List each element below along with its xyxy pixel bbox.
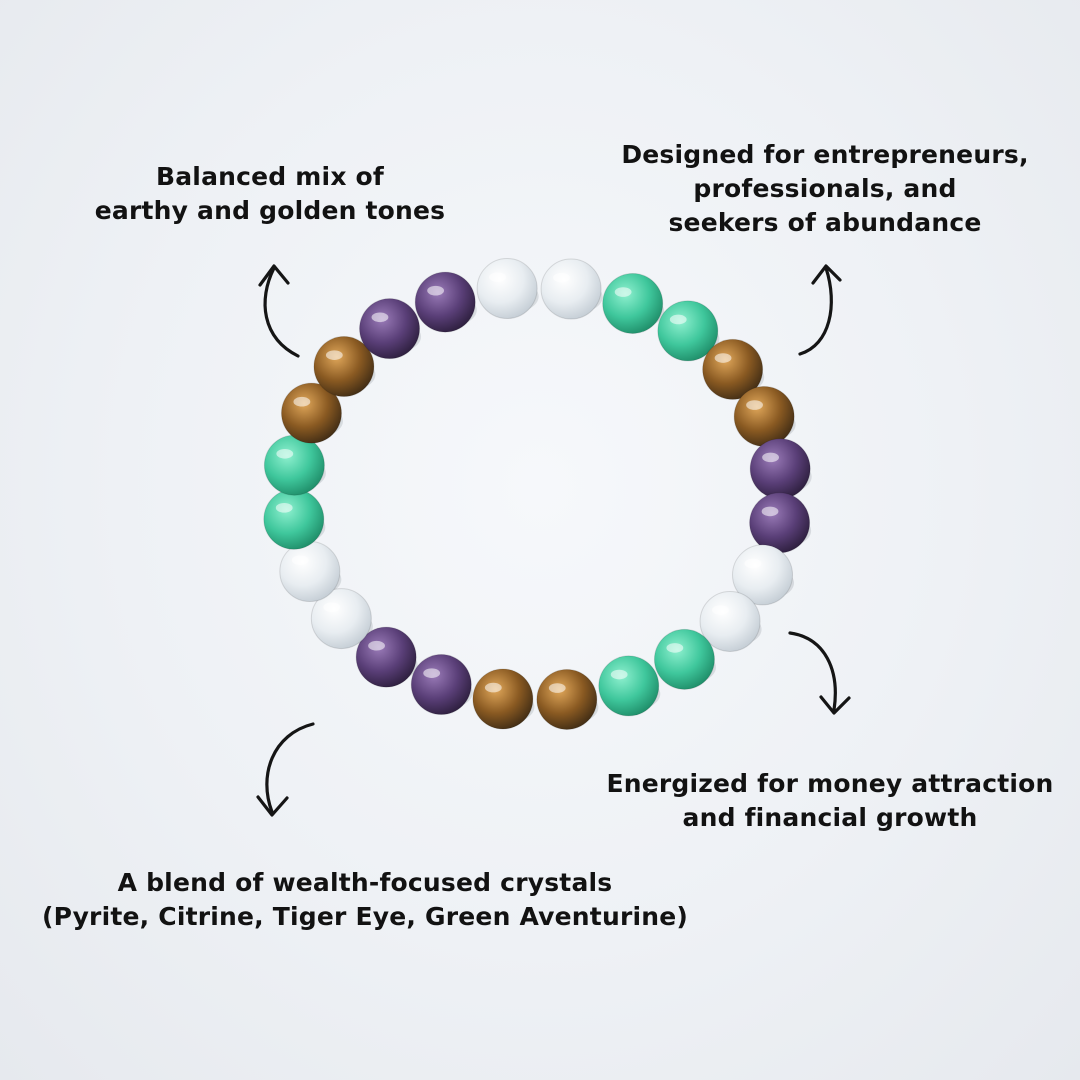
bead-highlight bbox=[762, 452, 779, 463]
bead-amethyst bbox=[749, 438, 811, 500]
bead-highlight bbox=[323, 602, 341, 612]
bead-amethyst bbox=[414, 271, 476, 333]
bead-highlight bbox=[293, 396, 311, 407]
bead-tiger-eye bbox=[536, 668, 598, 730]
arrow-top-right-icon bbox=[798, 264, 842, 356]
bead-amethyst bbox=[359, 298, 421, 360]
bead-highlight bbox=[276, 448, 294, 459]
callout-line: A blend of wealth-focused crystals bbox=[117, 868, 613, 897]
bead-green-aventurine bbox=[263, 488, 325, 550]
bead-amethyst bbox=[749, 492, 811, 554]
bead-green-aventurine bbox=[263, 434, 325, 496]
bead-highlight bbox=[484, 682, 502, 693]
bead-highlight bbox=[423, 668, 441, 678]
callout-target-audience: Designed for entrepreneurs, professional… bbox=[590, 138, 1060, 240]
bead-highlight bbox=[666, 643, 684, 653]
bead-highlight bbox=[371, 312, 389, 323]
bead-highlight bbox=[744, 558, 762, 569]
bead-highlight bbox=[714, 353, 732, 363]
callout-line: professionals, and bbox=[693, 174, 957, 203]
callout-line: (Pyrite, Citrine, Tiger Eye, Green Avent… bbox=[41, 902, 689, 931]
callout-line: Energized for money attraction bbox=[606, 769, 1054, 798]
arrow-top-left-icon bbox=[258, 264, 300, 358]
callout-color-mix: Balanced mix of earthy and golden tones bbox=[60, 160, 480, 228]
bead-highlight bbox=[275, 503, 293, 513]
bead-highlight bbox=[614, 287, 632, 297]
callout-energized: Energized for money attraction and finan… bbox=[590, 767, 1070, 835]
bead-highlight bbox=[669, 314, 687, 325]
bead-tiger-eye bbox=[472, 668, 534, 730]
bead-highlight bbox=[548, 683, 566, 693]
bead-clear-quartz bbox=[476, 258, 538, 320]
callout-line: Balanced mix of bbox=[155, 162, 385, 191]
bead-green-aventurine bbox=[598, 655, 660, 717]
callout-line: Designed for entrepreneurs, bbox=[621, 140, 1029, 169]
bead-highlight bbox=[291, 555, 309, 565]
bead-highlight bbox=[610, 669, 628, 680]
bead-amethyst bbox=[410, 654, 472, 716]
arrow-bottom-left-icon bbox=[256, 722, 315, 817]
bead-highlight bbox=[427, 285, 445, 296]
bead-highlight bbox=[489, 272, 506, 282]
bead-highlight bbox=[712, 605, 729, 615]
callout-line: and financial growth bbox=[682, 803, 978, 832]
bead-green-aventurine bbox=[602, 272, 664, 334]
bead-highlight bbox=[746, 400, 763, 410]
bead-clear-quartz bbox=[279, 541, 341, 603]
arrow-bottom-right-icon bbox=[788, 631, 851, 715]
bead-highlight bbox=[325, 350, 343, 360]
callout-line: earthy and golden tones bbox=[94, 196, 446, 225]
bracelet bbox=[263, 258, 811, 730]
bead-highlight bbox=[553, 272, 570, 283]
callout-line: seekers of abundance bbox=[668, 208, 982, 237]
bead-highlight bbox=[761, 506, 779, 517]
bead-clear-quartz bbox=[540, 258, 602, 320]
bead-highlight bbox=[368, 640, 385, 651]
callout-crystal-blend: A blend of wealth-focused crystals (Pyri… bbox=[20, 866, 710, 934]
bead-tiger-eye bbox=[733, 385, 795, 447]
bead-green-aventurine bbox=[653, 628, 715, 690]
